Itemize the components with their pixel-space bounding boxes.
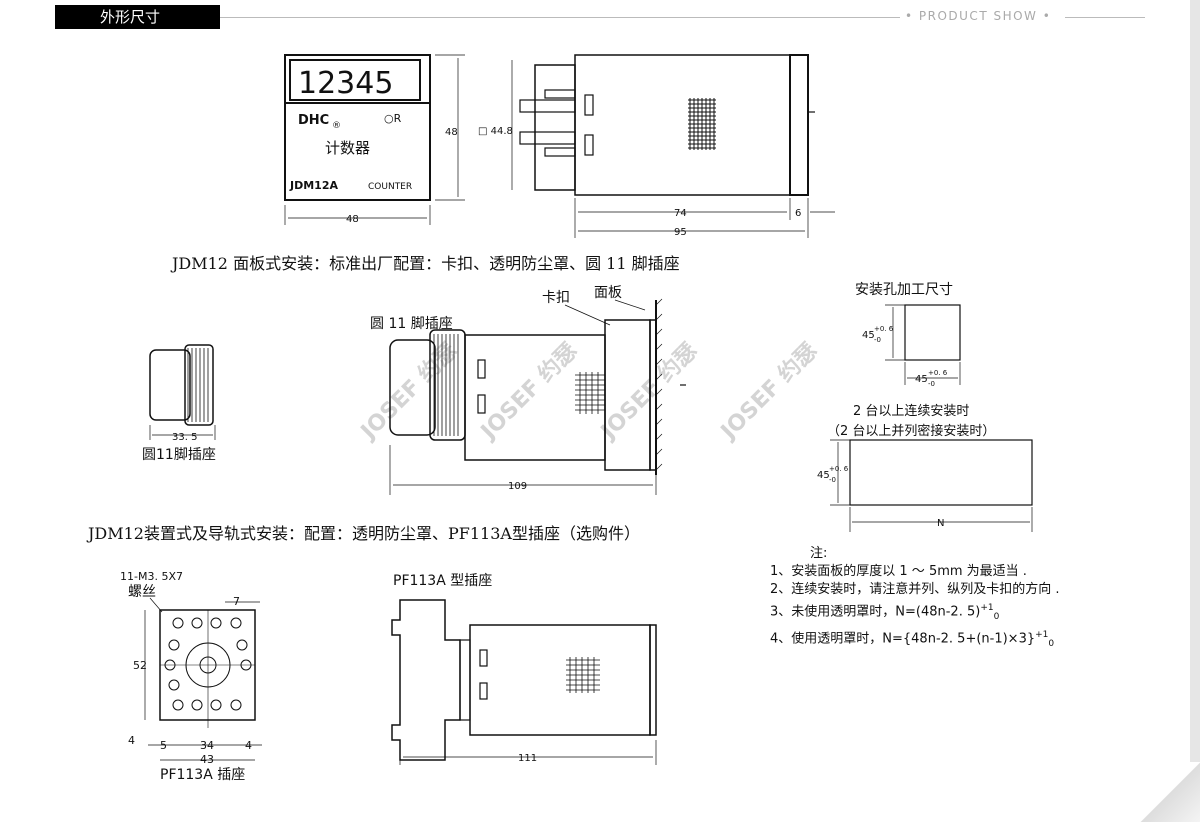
dim-width: 48 bbox=[346, 214, 359, 225]
tolerance-down: -0 bbox=[829, 476, 836, 484]
dim-4a: 4 bbox=[128, 734, 135, 747]
section-title: 外形尺寸 bbox=[55, 5, 220, 29]
note-text: 4、使用透明罩时，N={48n-2. 5+(n-1)×3} bbox=[770, 631, 1036, 647]
page-edge bbox=[1190, 0, 1200, 822]
watermark: JOSEF 约瑟 bbox=[594, 338, 702, 446]
dim-n: N bbox=[937, 518, 944, 529]
rail-view-drawing: PF113A 型插座 111 bbox=[391, 573, 657, 765]
pf-socket-label: PF113A 插座 bbox=[160, 767, 245, 783]
multi-title: 2 台以上连续安装时 bbox=[853, 403, 969, 419]
page-curl bbox=[1140, 762, 1200, 822]
socket-dim: 33. 5 bbox=[172, 432, 197, 443]
panel-label: 面板 bbox=[594, 285, 622, 301]
tolerance-up: +0. 6 bbox=[829, 465, 849, 473]
note-text: 3、未使用透明罩时，N=(48n-2. 5) bbox=[770, 604, 981, 620]
front-view: 12345 DHC ® ○R 计数器 JDM12A COUNTER 48 48 bbox=[284, 54, 465, 225]
header-divider-right bbox=[1065, 17, 1145, 18]
note-item: 1、安装面板的厚度以 1 ～ 5mm 为最适当 . bbox=[770, 564, 1027, 579]
dim-height: 48 bbox=[445, 127, 458, 138]
rail-dim: 111 bbox=[518, 753, 537, 764]
watermark: JOSEF 约瑟 bbox=[474, 338, 582, 446]
product-show-tag: • PRODUCT SHOW • bbox=[905, 9, 1052, 23]
rail-label: PF113A 型插座 bbox=[393, 573, 492, 589]
indicator-label: ○R bbox=[384, 112, 402, 125]
dim-43: 43 bbox=[200, 753, 214, 766]
assembly-dim: 109 bbox=[508, 481, 527, 492]
section-title-text: 外形尺寸 bbox=[100, 8, 161, 26]
note-item: 3、未使用透明罩时，N=(48n-2. 5)+10 bbox=[770, 599, 1060, 626]
pf113a-socket-drawing: 11-M3. 5X7 螺丝 52 7 4 5 34 4 43 PF113A 插座 bbox=[120, 570, 262, 783]
tolerance-up: +0. 6 bbox=[874, 325, 894, 333]
product-name: 计数器 bbox=[325, 139, 370, 157]
socket-label: 圆 11 脚插座 bbox=[370, 316, 453, 332]
dim-total: 95 bbox=[674, 227, 687, 238]
socket-label: 圆11脚插座 bbox=[142, 447, 216, 463]
notes-title: 注: bbox=[810, 546, 828, 561]
screw-spec: 11-M3. 5X7 bbox=[120, 570, 183, 583]
notes: 注: 1、安装面板的厚度以 1 ～ 5mm 为最适当 . 2、连续安装时，请注意… bbox=[770, 545, 1060, 653]
dim-square: □ 44.8 bbox=[478, 126, 513, 137]
caption-rail-mount: JDM12装置式及导轨式安装：配置：透明防尘罩、PF113A型插座（选购件） bbox=[88, 524, 640, 543]
display-digits: 12345 bbox=[298, 66, 393, 101]
dim-34: 34 bbox=[200, 739, 214, 752]
tolerance-sup: +1 bbox=[1035, 629, 1049, 640]
dim-4b: 4 bbox=[245, 739, 252, 752]
multi-subtitle: （2 台以上并列密接安装时） bbox=[827, 423, 995, 439]
cutout-title: 安装孔加工尺寸 bbox=[855, 282, 953, 298]
dim-5: 5 bbox=[160, 739, 167, 752]
tolerance-sub: 0 bbox=[1048, 638, 1055, 649]
counter-label: COUNTER bbox=[368, 182, 412, 192]
panel-cutout: 安装孔加工尺寸 45 +0. 6 -0 45 +0. 6 -0 2 台以上连续安… bbox=[817, 282, 1033, 532]
watermarks: JOSEF 约瑟 JOSEF 约瑟 JOSEF 约瑟 JOSEF 约瑟 bbox=[354, 338, 822, 446]
header-divider bbox=[220, 17, 900, 18]
clip-label: 卡扣 bbox=[542, 290, 570, 306]
registered-mark: ® bbox=[332, 121, 341, 131]
cutout-height: 45 bbox=[862, 330, 875, 341]
tolerance-sup: +1 bbox=[980, 603, 994, 613]
note-item: 4、使用透明罩时，N={48n-2. 5+(n-1)×3}+10 bbox=[770, 626, 1060, 653]
vent-grille bbox=[688, 98, 716, 150]
tolerance-down: -0 bbox=[874, 336, 881, 344]
dim-flange: 6 bbox=[795, 208, 801, 219]
dim-52: 52 bbox=[133, 659, 147, 672]
dim-7: 7 bbox=[233, 595, 240, 608]
side-view: □ 44.8 74 6 95 bbox=[478, 54, 835, 238]
cutout-width: 45 bbox=[915, 374, 928, 385]
round-socket-drawing: 33. 5 圆11脚插座 bbox=[142, 344, 216, 463]
screw-label: 螺丝 bbox=[128, 584, 156, 600]
brand-logo: DHC bbox=[298, 113, 329, 128]
caption-panel-mount: JDM12 面板式安装：标准出厂配置：卡扣、透明防尘罩、圆 11 脚插座 bbox=[172, 254, 680, 273]
tolerance-sub: 0 bbox=[993, 611, 1000, 622]
model-label: JDM12A bbox=[289, 179, 338, 192]
watermark: JOSEF 约瑟 bbox=[714, 338, 822, 446]
multi-height: 45 bbox=[817, 470, 830, 481]
dim-body: 74 bbox=[674, 208, 687, 219]
tolerance-down: -0 bbox=[928, 380, 935, 388]
note-item: 2、连续安装时，请注意并列、纵列及卡扣的方向 . bbox=[770, 582, 1060, 597]
tolerance-up: +0. 6 bbox=[928, 369, 948, 377]
assembly-drawing: 卡扣 面板 圆 11 脚插座 109 bbox=[370, 285, 686, 495]
